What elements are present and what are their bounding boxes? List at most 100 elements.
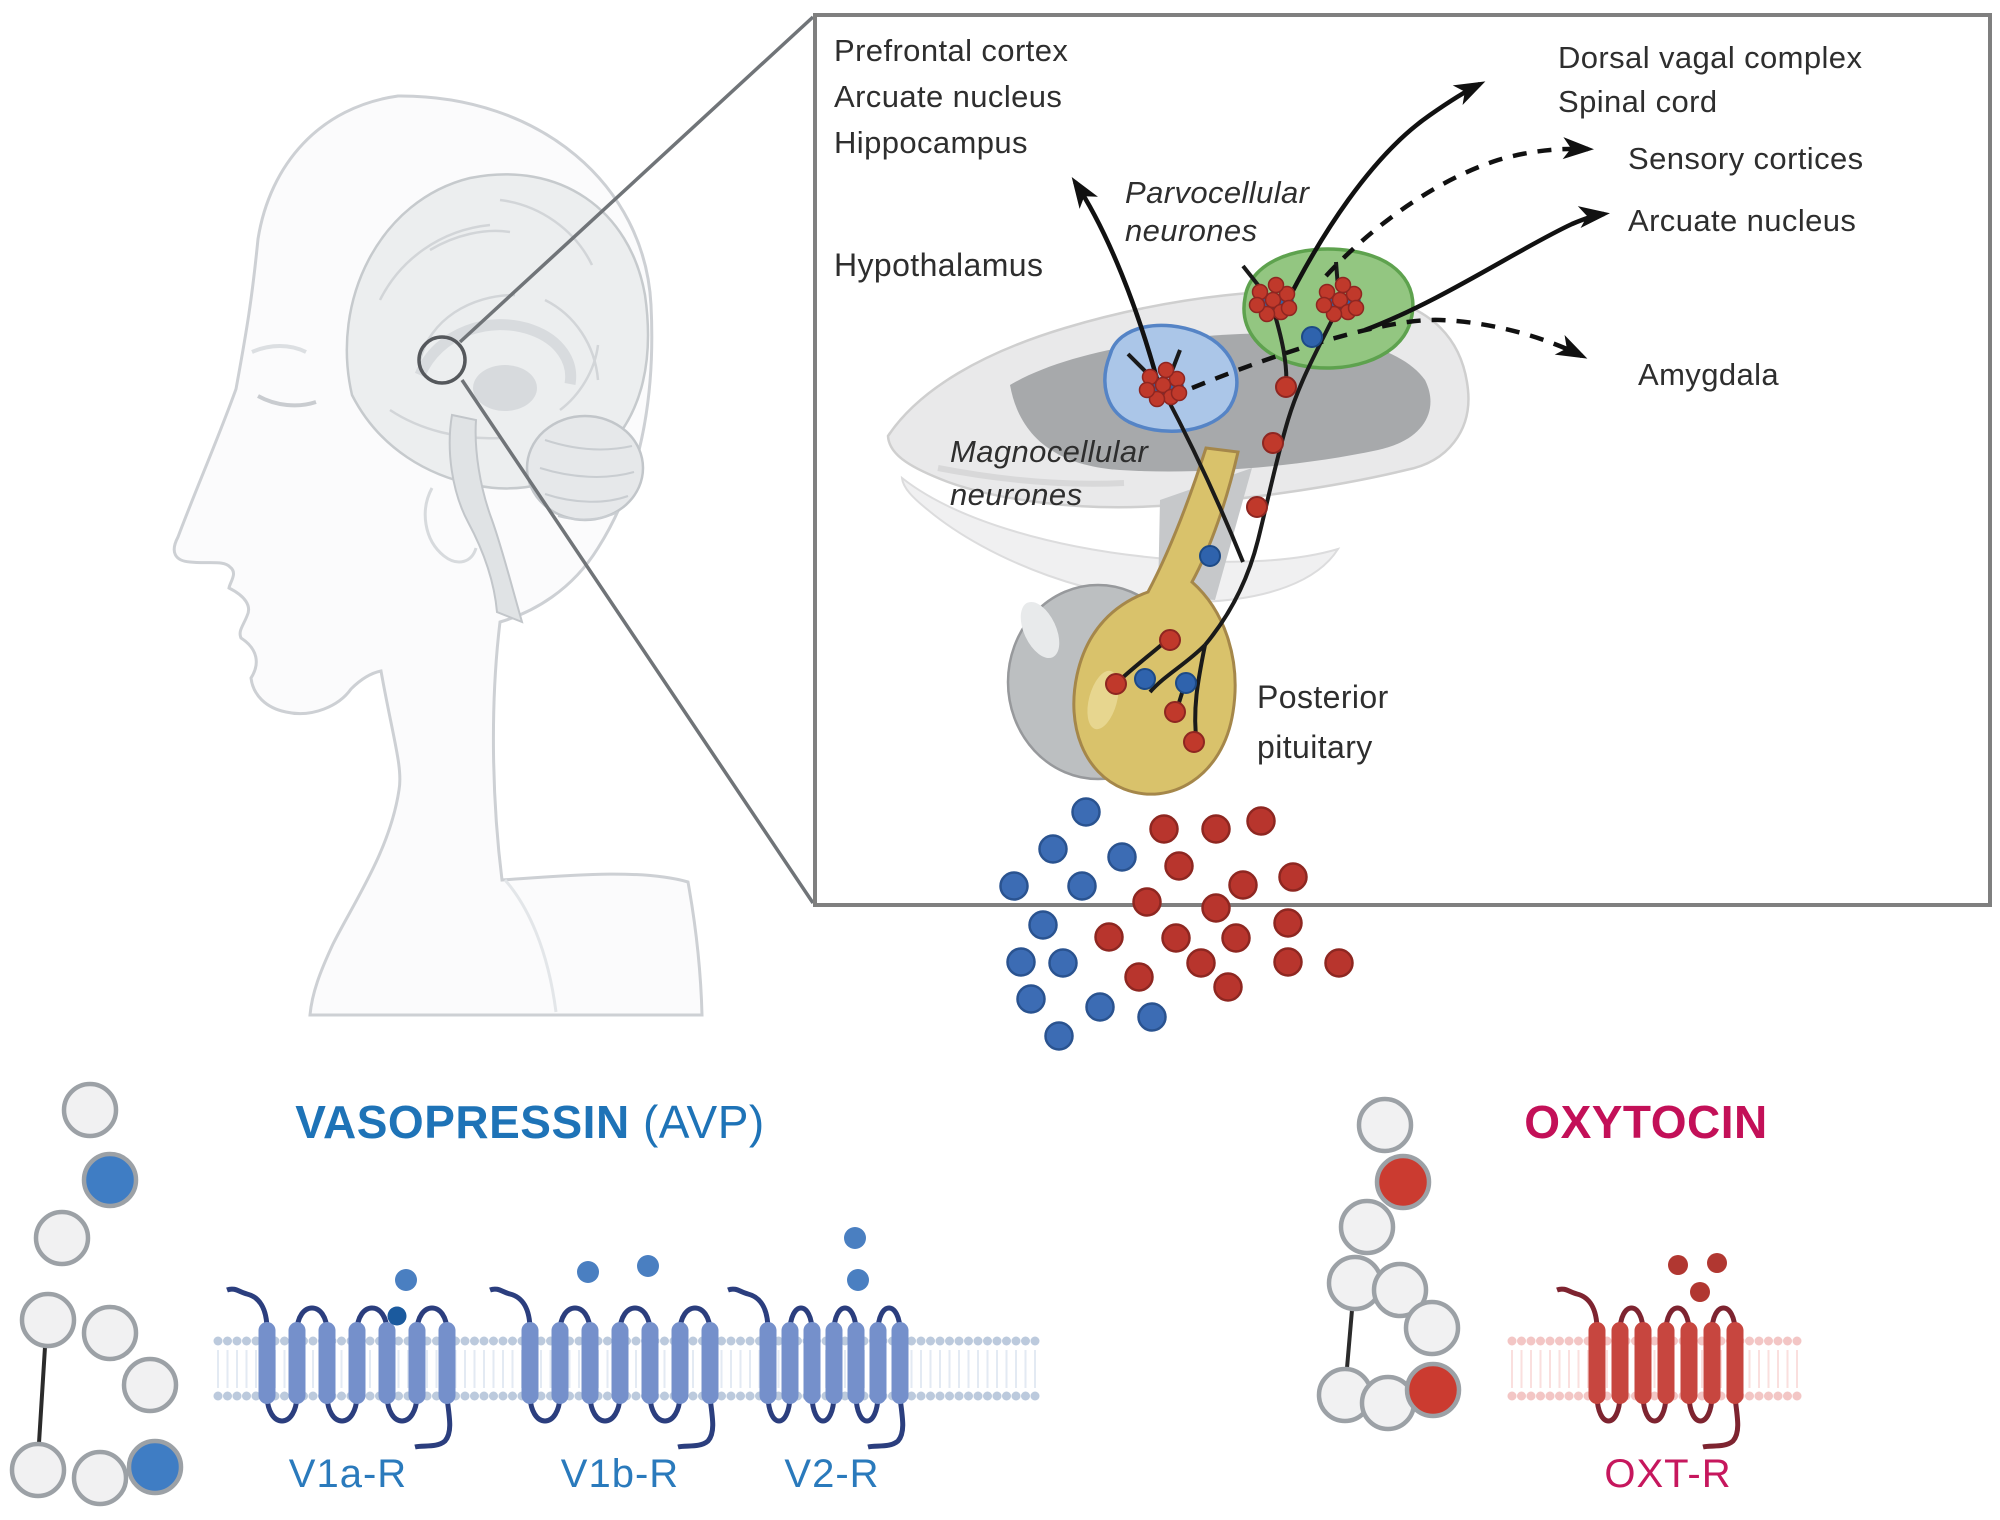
arrow-arcuate-nucleus [1364, 206, 1610, 333]
amino-acid [1404, 1361, 1462, 1419]
amino-acid [33, 1209, 91, 1267]
tm-helix [671, 1322, 689, 1404]
vasopressin-molecule [9, 1081, 184, 1507]
vasopressin-dot [1137, 1002, 1167, 1032]
tm-helix [581, 1322, 599, 1404]
neuron-cluster [1138, 361, 1188, 408]
tm-helix [701, 1322, 719, 1404]
oxytocin-dot [1228, 870, 1258, 900]
vasopressin-dot [999, 871, 1029, 901]
vasopressin-title-bold: VASOPRESSIN [295, 1096, 630, 1148]
neuron-cluster [1315, 276, 1365, 323]
axon-bead-blue [1134, 668, 1156, 690]
dashed-arrow-amygdala [1191, 317, 1588, 391]
vasopressin-dot [1048, 948, 1078, 978]
brainstem [448, 413, 524, 624]
tm-helix [759, 1322, 777, 1404]
oxytocin-dot [1273, 947, 1303, 977]
receptor-label-V2-R: V2-R [784, 1452, 880, 1496]
n-terminus [727, 1286, 771, 1331]
tm-helix [408, 1322, 426, 1404]
amino-acid [1356, 1096, 1414, 1154]
tm-helix [1680, 1322, 1698, 1404]
vasopressin-dot [1016, 984, 1046, 1014]
axon-bead-red [1246, 496, 1268, 518]
zoom-region-circle [417, 335, 467, 385]
ligand-dot [395, 1269, 417, 1291]
c-terminus [1702, 1397, 1741, 1450]
label-amygdala: Amygdala [1638, 357, 1780, 392]
oxytocin-dot [1324, 948, 1354, 978]
ligand-dot [577, 1261, 599, 1283]
disulfide-bond [1345, 1309, 1354, 1369]
tm-helix [825, 1322, 843, 1404]
dashed-arrow-sensory-cortices [1324, 137, 1594, 278]
n-terminus [226, 1286, 270, 1331]
eye-line [257, 394, 317, 408]
vasopressin-dot [1107, 842, 1137, 872]
vasopressin-dot [1085, 992, 1115, 1022]
amino-acid [81, 1151, 139, 1209]
amino-acid [81, 1304, 139, 1362]
tm-helix [378, 1322, 396, 1404]
receptor-V1b-R [489, 1255, 719, 1450]
n-terminus [1556, 1286, 1600, 1331]
amino-acid [1403, 1299, 1461, 1357]
c-terminus [414, 1397, 453, 1450]
gyri-lines [378, 198, 600, 440]
oxytocin-dot [1201, 814, 1231, 844]
c-terminus [677, 1397, 716, 1450]
vasopressin-title: VASOPRESSIN (AVP) [295, 1095, 764, 1149]
axon-bead-dots [1105, 326, 1323, 753]
receptor-label-V1b-R: V1b-R [560, 1452, 680, 1496]
tm-helix [781, 1322, 799, 1404]
axon-bead-blue [1301, 326, 1323, 348]
tm-helix [869, 1322, 887, 1404]
tm-helix [258, 1322, 276, 1404]
label-posterior-pituitary: Posterior pituitary [1257, 679, 1389, 765]
oxytocin-dot [1221, 923, 1251, 953]
vasopressin-dot [1006, 947, 1036, 977]
label-dorsal-vagal-spinal: Dorsal vagal complex Spinal cord [1558, 40, 1863, 119]
ligand-dot [1668, 1255, 1688, 1275]
oxytocin-title: OXYTOCIN [1524, 1096, 1768, 1148]
tm-helix [1634, 1322, 1652, 1404]
amino-acid [9, 1441, 67, 1499]
tm-helix [611, 1322, 629, 1404]
axon-bead-blue [1199, 545, 1221, 567]
oxytocin-dot [1124, 962, 1154, 992]
head-profile-illustration [172, 15, 815, 1017]
axon-bead-red [1183, 731, 1205, 753]
ligand-dot [387, 1306, 407, 1326]
label-parvocellular-neurones: Parvocellular neurones [1125, 175, 1310, 248]
neck-shading-line [503, 879, 558, 1013]
zoom-connector-top [458, 15, 815, 344]
amino-acid [1371, 1261, 1429, 1319]
tm-helix [521, 1322, 539, 1404]
tm-helix [551, 1322, 569, 1404]
ligand-dot [847, 1269, 869, 1291]
anterior-pituitary-highlight [1020, 601, 1060, 659]
receptor-diagrams [226, 1227, 1744, 1450]
released-hormone-dots [999, 797, 1354, 1051]
ligand-dot [1707, 1253, 1727, 1273]
oxytocin-dot [1246, 806, 1276, 836]
tm-helix [1703, 1322, 1721, 1404]
neuron-cluster-dots [1138, 276, 1365, 408]
label-hypothalamus: Hypothalamus [834, 247, 1044, 283]
tm-helix [803, 1322, 821, 1404]
arrow-dorsal-vagal [1279, 81, 1486, 313]
axon-bead-red [1105, 673, 1127, 695]
receptor-label-OXT-R: OXT-R [1604, 1452, 1732, 1496]
tm-helix [1726, 1322, 1744, 1404]
amino-acid [19, 1291, 77, 1349]
axon-bead-red [1262, 432, 1284, 454]
n-terminus [489, 1286, 533, 1331]
ligand-dot [1690, 1282, 1710, 1302]
vasopressin-dot [1028, 910, 1058, 940]
ligand-dot [637, 1255, 659, 1277]
corpus-callosum [414, 319, 577, 385]
amino-acid [121, 1356, 179, 1414]
ear-line [423, 487, 478, 564]
axon-bead-red [1164, 701, 1186, 723]
